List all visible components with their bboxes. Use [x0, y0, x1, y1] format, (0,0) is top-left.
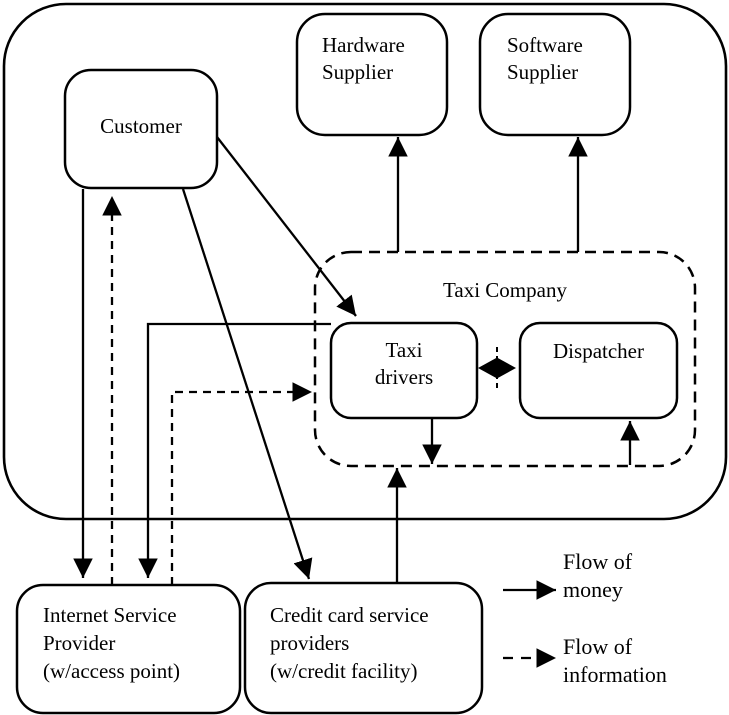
- hardware-supplier-label: Hardware Supplier: [322, 32, 405, 86]
- taxi-drivers-box: [329, 321, 479, 420]
- legend-information-label: Flow of information: [563, 633, 667, 689]
- isp-label-line3: (w/access point): [43, 659, 181, 683]
- taxi-drivers-label-line2: drivers: [374, 365, 434, 389]
- credit-card-label-line2: providers: [270, 631, 350, 655]
- isp-label-line1: Internet Service: [43, 603, 177, 627]
- software-supplier-label-line1: Software: [507, 33, 583, 57]
- arrow-customer-to-creditcard-money: [181, 188, 313, 580]
- hardware-supplier-label-line1: Hardware: [322, 33, 405, 57]
- taxi-drivers-label: Taxi drivers: [331, 337, 477, 391]
- taxi-company-box: [313, 250, 697, 468]
- arrow-taxidrivers-to-isp-money: [138, 322, 331, 578]
- dispatcher-label: Dispatcher: [553, 339, 644, 363]
- hardware-supplier-box: [295, 12, 449, 137]
- customer-box: [63, 68, 219, 190]
- legend-money-line1: Flow of: [563, 549, 633, 574]
- taxi-company-label: Taxi Company: [443, 278, 567, 302]
- legend-money-line2: money: [563, 577, 623, 602]
- dispatcher-box: [518, 321, 679, 420]
- hardware-supplier-label-line2: Supplier: [322, 60, 394, 84]
- credit-card-service-label: Credit card service providers (w/credit …: [270, 601, 429, 685]
- legend-money-label: Flow of money: [563, 548, 632, 604]
- taxi-drivers-label-line1: Taxi: [385, 338, 423, 362]
- system-boundary-box: [2, 2, 728, 521]
- credit-card-label-line1: Credit card service: [270, 603, 429, 627]
- legend-information-line1: Flow of: [563, 634, 633, 659]
- arrow-customer-to-taxidrivers-money: [216, 136, 357, 317]
- software-supplier-label-line2: Supplier: [507, 60, 579, 84]
- legend-information-line2: information: [563, 662, 667, 687]
- internet-service-provider-label: Internet Service Provider (w/access poin…: [43, 601, 180, 685]
- credit-card-service-box: [243, 581, 484, 715]
- software-supplier-box: [478, 12, 632, 137]
- arrow-isp-to-taxidrivers-information: [170, 382, 312, 585]
- arrowhead-taxidrivers-to-dispatcher: [496, 357, 516, 379]
- software-supplier-label: Software Supplier: [507, 32, 583, 86]
- credit-card-label-line3: (w/credit facility): [270, 659, 418, 683]
- isp-label-line2: Provider: [43, 631, 116, 655]
- arrowhead-dispatcher-to-taxidrivers: [478, 357, 498, 379]
- customer-label: Customer: [100, 114, 182, 138]
- internet-service-provider-box: [15, 583, 242, 715]
